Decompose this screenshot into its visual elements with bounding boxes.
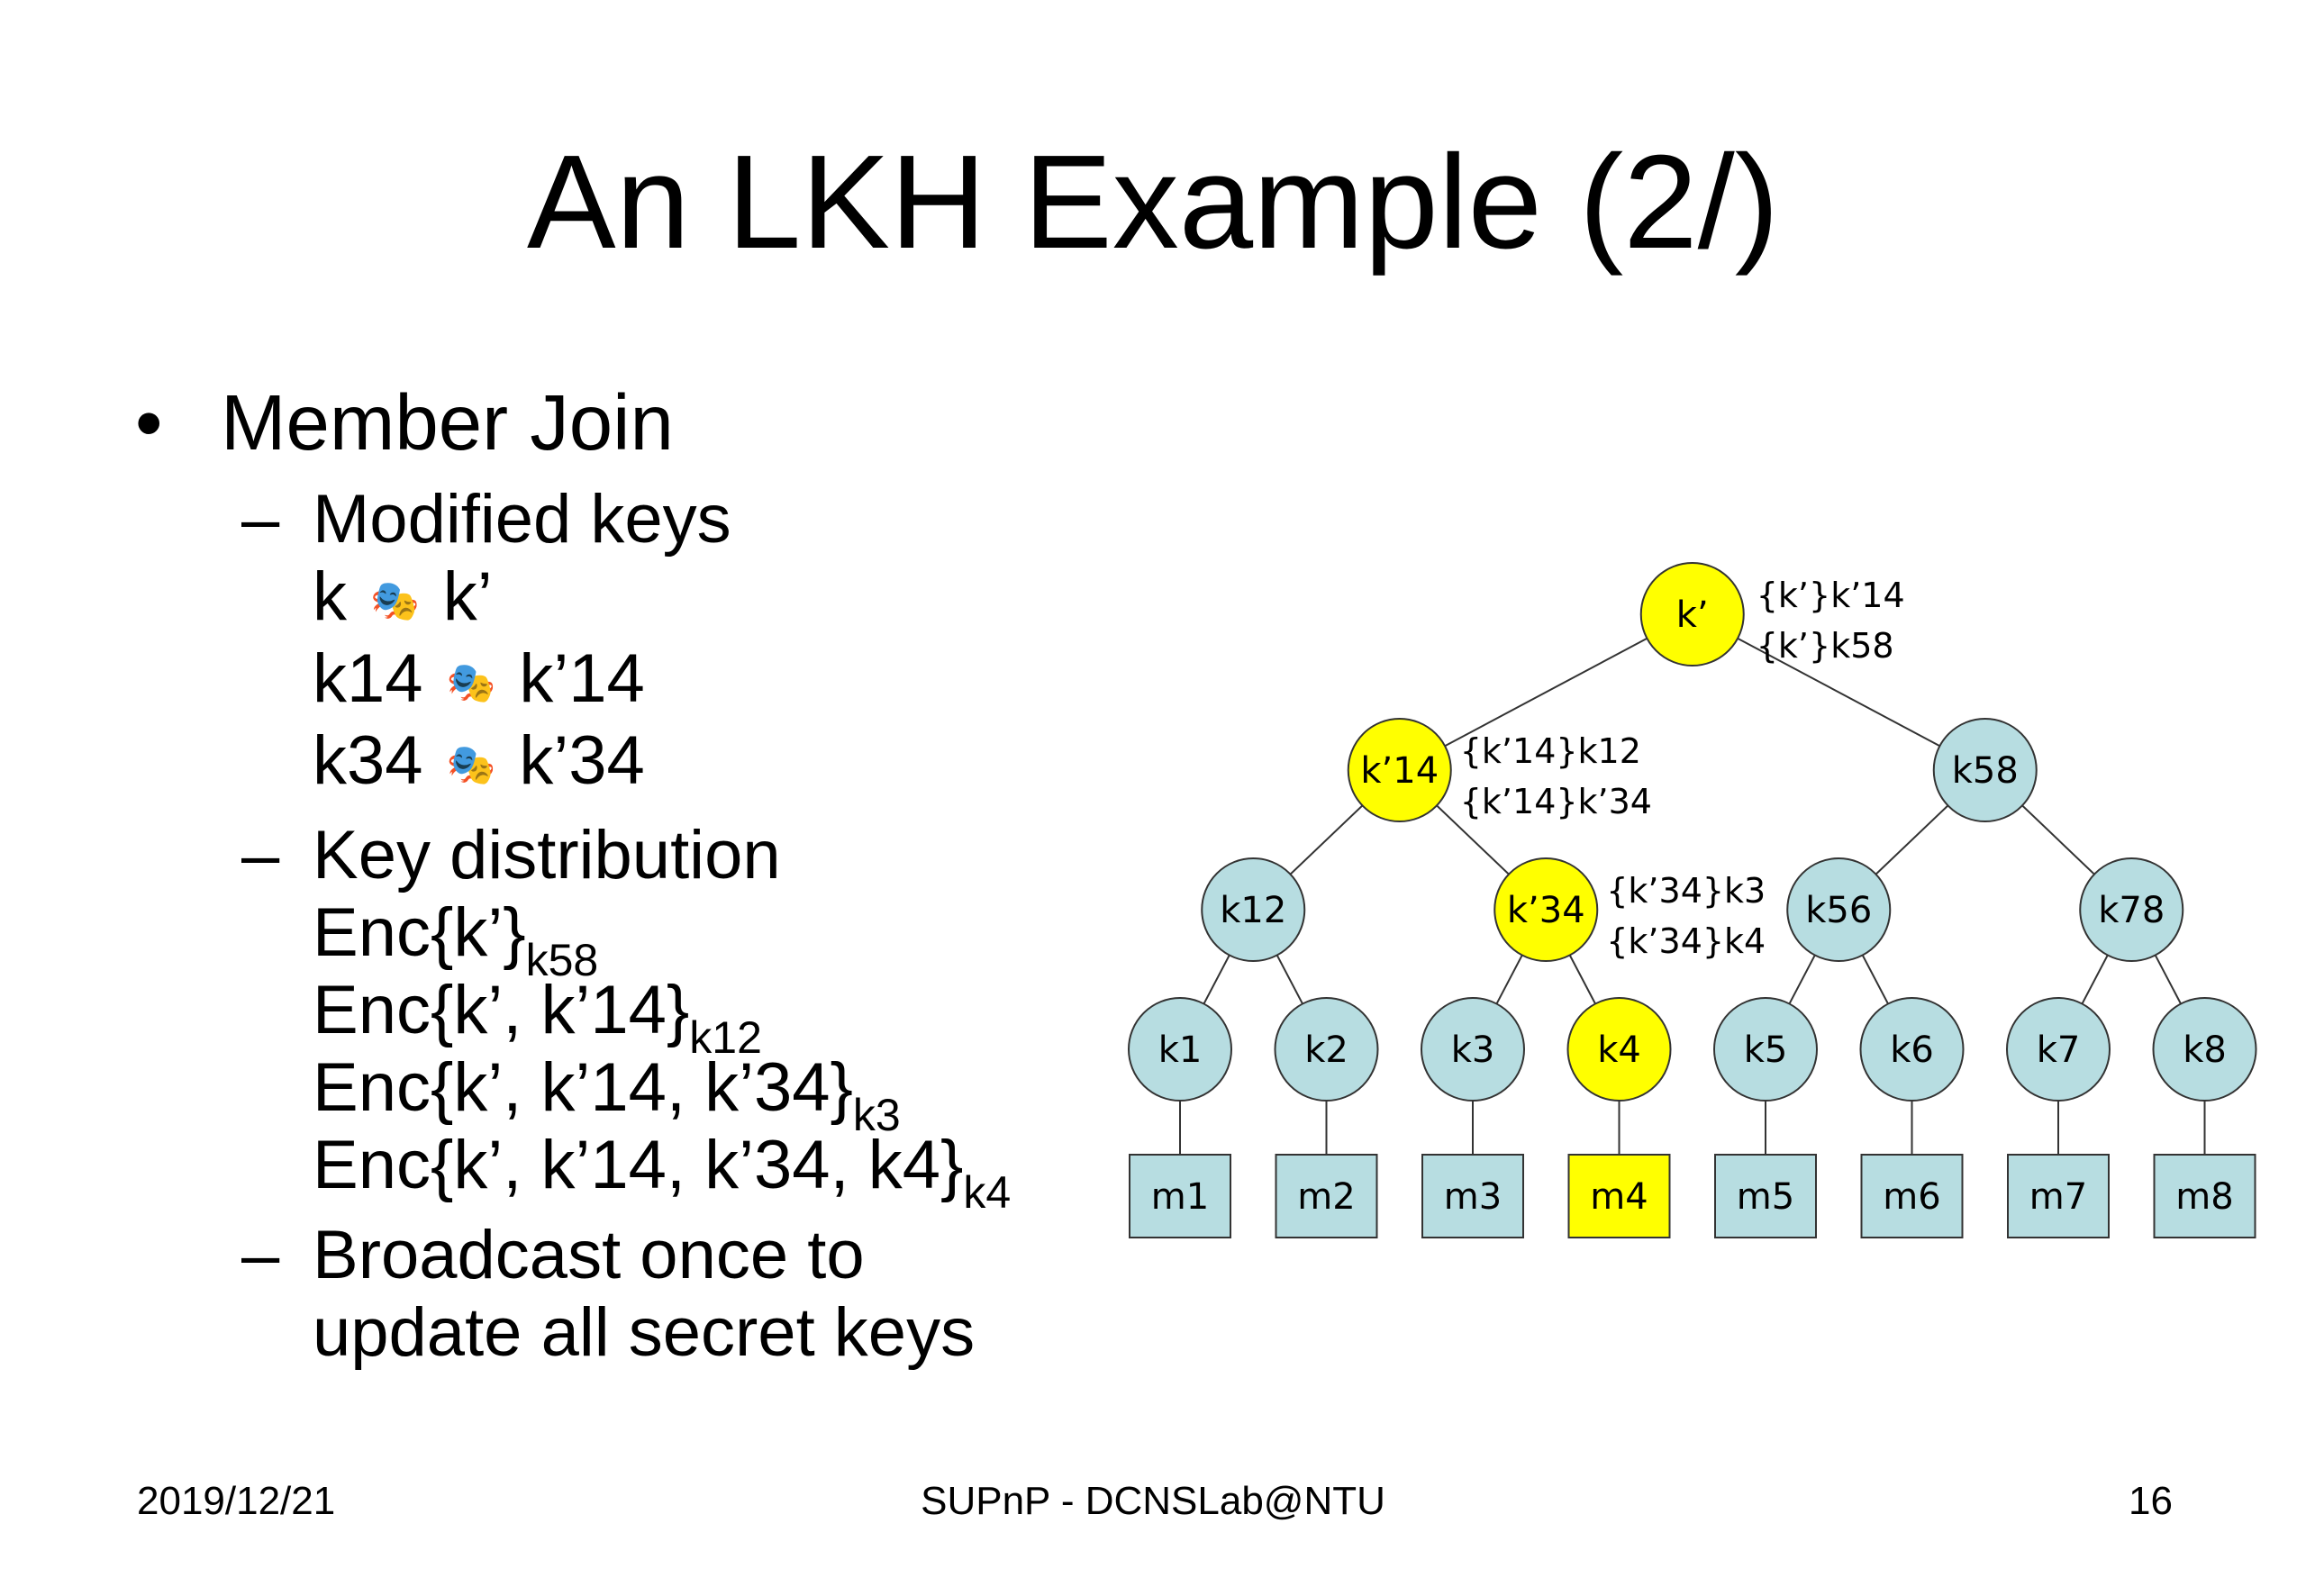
key-change-row: k 🎭 k’ bbox=[313, 558, 1126, 640]
key-change-row: k14 🎭 k’14 bbox=[313, 640, 1126, 722]
rekey-annotation-k14: {k’14}k’34 bbox=[1460, 782, 1652, 821]
member-node-label: m3 bbox=[1444, 1176, 1502, 1218]
key-node bbox=[1128, 997, 1232, 1102]
key-node-label: k12 bbox=[1220, 890, 1286, 931]
key-node bbox=[1421, 997, 1525, 1102]
key-node bbox=[1566, 997, 1672, 1102]
theater-masks-icon: 🎭 bbox=[446, 660, 496, 706]
member-node-label: m5 bbox=[1737, 1176, 1794, 1218]
enc-line: Enc{k’}k58 bbox=[313, 894, 1126, 983]
rekey-annotation-root: {k’}k’14 bbox=[1757, 576, 1905, 615]
theater-masks-icon: 🎭 bbox=[446, 742, 496, 788]
footer-date: 2019/12/21 bbox=[137, 1479, 336, 1523]
key-node bbox=[1274, 997, 1379, 1102]
member-node-label: m6 bbox=[1883, 1176, 1940, 1218]
key-node-label: k8 bbox=[2183, 1029, 2227, 1071]
subitem-key-distribution: – Key distribution Enc{k’}k58 Enc{k’, k’… bbox=[135, 817, 1126, 1215]
key-node-label: k58 bbox=[1952, 750, 2019, 792]
footer-center: SUPnP - DCNSLab@NTU bbox=[921, 1479, 1385, 1523]
broadcast-line-2: update all secret keys bbox=[313, 1294, 976, 1371]
key-node bbox=[1932, 718, 2038, 822]
key-node-label: k2 bbox=[1304, 1029, 1348, 1071]
dash-mark: – bbox=[241, 1217, 280, 1293]
key-node bbox=[2006, 997, 2111, 1102]
enc-line: Enc{k’, k’14, k’34, k4}k4 bbox=[313, 1127, 1126, 1215]
bullet-member-join: • Member Join bbox=[135, 378, 1126, 468]
key-node-label: k’ bbox=[1676, 594, 1709, 636]
old-key: k bbox=[313, 558, 347, 635]
key-distribution-label: Key distribution bbox=[313, 817, 781, 893]
key-node-label: k3 bbox=[1451, 1029, 1495, 1071]
key-node bbox=[2152, 997, 2257, 1102]
key-node bbox=[1493, 857, 1599, 962]
rekey-annotation-k34: {k’34}k3 bbox=[1606, 871, 1766, 911]
key-node-label: k’34 bbox=[1507, 890, 1585, 931]
member-node bbox=[1714, 1154, 1817, 1238]
bullet-list: • Member Join – Modified keys k🎭k’ k14🎭k… bbox=[135, 378, 1126, 1372]
subitem-broadcast: – Broadcast once to update all secret ke… bbox=[135, 1217, 1126, 1372]
key-node-label: k6 bbox=[1890, 1029, 1934, 1071]
member-node bbox=[1860, 1154, 1964, 1238]
bullet-dot: • bbox=[135, 379, 163, 467]
key-node-label: k78 bbox=[2098, 890, 2165, 931]
key-node bbox=[1639, 562, 1745, 667]
rekey-annotation-k14: {k’14}k12 bbox=[1460, 731, 1641, 771]
enc-key: k3 bbox=[852, 1090, 901, 1140]
new-key: k’ bbox=[442, 558, 493, 635]
modified-keys-label: Modified keys bbox=[313, 481, 731, 558]
key-node bbox=[2079, 857, 2184, 962]
rekey-annotation-k34: {k’34}k4 bbox=[1606, 921, 1766, 961]
enc-key: k12 bbox=[689, 1012, 762, 1063]
key-node bbox=[1347, 718, 1452, 822]
key-change-row: k34 🎭 k’34 bbox=[313, 722, 1126, 804]
subitem-modified-keys: – Modified keys k 🎭 k’ k14 🎭 k’14 k34 🎭 k’34 bbox=[135, 481, 1126, 804]
member-node-label: m7 bbox=[2029, 1176, 2087, 1218]
enc-key: k4 bbox=[963, 1167, 1012, 1218]
enc-text: Enc{k’, k’14} bbox=[313, 972, 690, 1048]
member-node bbox=[1567, 1154, 1671, 1238]
key-node-label: k1 bbox=[1158, 1029, 1203, 1071]
rekey-annotation-root: {k’}k58 bbox=[1757, 626, 1894, 666]
key-node-label: k7 bbox=[2037, 1029, 2081, 1071]
new-key: k’34 bbox=[519, 722, 645, 799]
key-node-label: k56 bbox=[1805, 890, 1872, 931]
key-node-label: k’14 bbox=[1360, 750, 1439, 792]
member-node bbox=[1129, 1154, 1231, 1238]
member-node-label: m4 bbox=[1590, 1176, 1648, 1218]
member-join-label: Member Join bbox=[221, 379, 674, 467]
new-key: k’14 bbox=[519, 640, 645, 717]
theater-masks-icon: 🎭 bbox=[370, 578, 420, 624]
member-node bbox=[1421, 1154, 1524, 1238]
member-node-label: m1 bbox=[1151, 1176, 1209, 1218]
key-node-label: k5 bbox=[1744, 1029, 1788, 1071]
member-node bbox=[2007, 1154, 2110, 1238]
key-node bbox=[1713, 997, 1818, 1102]
old-key: k14 bbox=[313, 640, 423, 717]
enc-line: Enc{k’, k’14, k’34}k3 bbox=[313, 1049, 1126, 1138]
key-node bbox=[1859, 997, 1965, 1102]
member-node-label: m8 bbox=[2175, 1176, 2233, 1218]
tree-edge bbox=[1399, 613, 1693, 771]
key-node-label: k4 bbox=[1597, 1029, 1641, 1071]
member-node-label: m2 bbox=[1297, 1176, 1355, 1218]
enc-line: Enc{k’, k’14}k12 bbox=[313, 972, 1126, 1060]
enc-text: Enc{k’, k’14, k’34} bbox=[313, 1049, 853, 1126]
member-node bbox=[1275, 1154, 1378, 1238]
enc-text: Enc{k’, k’14, k’34, k4} bbox=[313, 1127, 964, 1203]
key-node bbox=[1786, 857, 1892, 962]
footer-page-number: 16 bbox=[2129, 1479, 2173, 1523]
key-node bbox=[1201, 857, 1306, 962]
dash-mark: – bbox=[241, 481, 280, 558]
member-node bbox=[2153, 1154, 2256, 1238]
tree-edge bbox=[1692, 613, 1986, 771]
enc-key: k58 bbox=[525, 935, 599, 985]
old-key: k34 bbox=[313, 722, 423, 799]
dash-mark: – bbox=[241, 817, 280, 893]
broadcast-line-1: Broadcast once to bbox=[313, 1217, 865, 1293]
enc-text: Enc{k’} bbox=[313, 894, 526, 971]
slide-title: An LKH Example (2/) bbox=[526, 128, 1780, 277]
